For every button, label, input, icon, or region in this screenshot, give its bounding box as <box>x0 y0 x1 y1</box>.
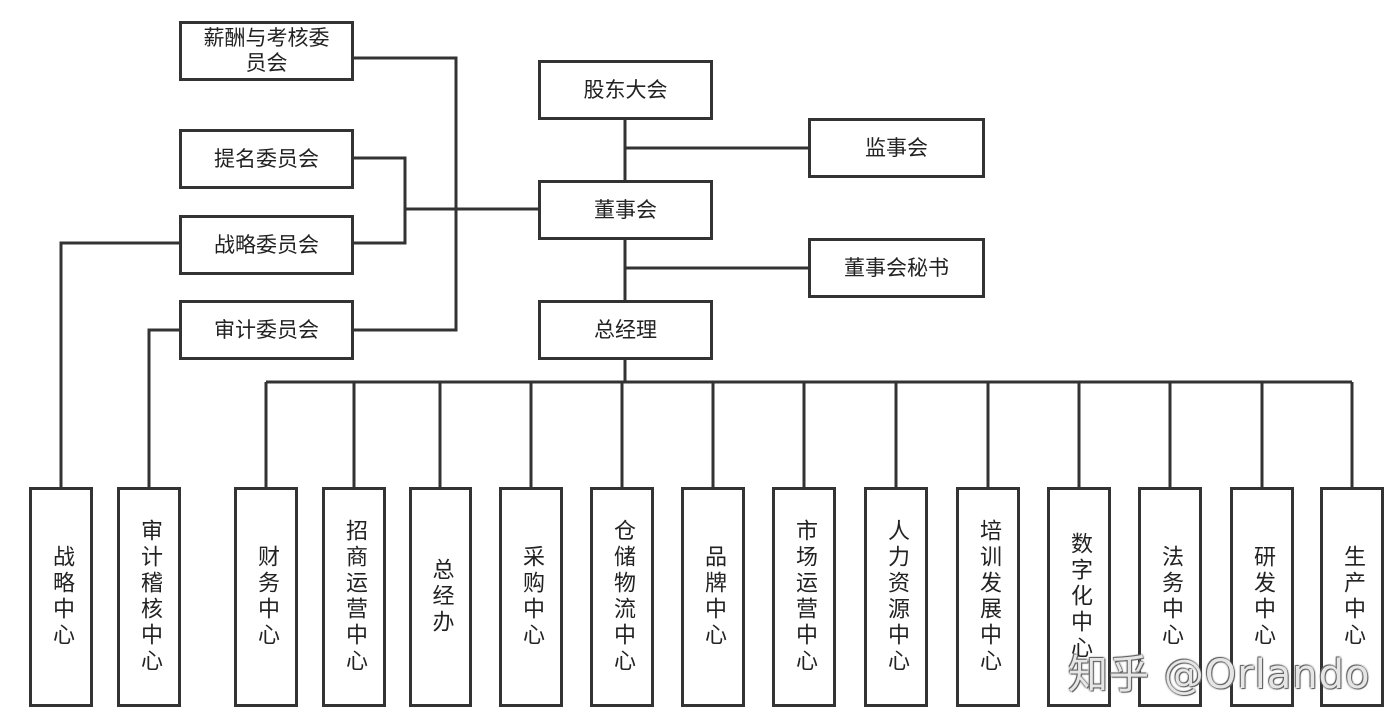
center-label: 仓储物流中心 <box>610 519 635 675</box>
center-label: 法务中心 <box>1158 545 1183 649</box>
center-label: 财务中心 <box>254 545 279 649</box>
center-label: 市场运营中心 <box>792 519 817 675</box>
compensation-committee-label: 薪酬与考核委员会 <box>203 26 330 75</box>
center-box: 市场运营中心 <box>772 487 836 707</box>
center-label: 品牌中心 <box>701 545 726 649</box>
nomination-committee-box: 提名委员会 <box>179 129 354 189</box>
center-box: 审计稽核中心 <box>117 487 181 707</box>
center-box: 战略中心 <box>29 487 93 707</box>
center-box: 生产中心 <box>1320 487 1384 707</box>
shareholders-box: 股东大会 <box>538 60 713 120</box>
center-label: 研发中心 <box>1250 545 1275 649</box>
nomination-committee-label: 提名委员会 <box>214 146 319 171</box>
shareholders-label: 股东大会 <box>583 77 668 102</box>
center-label: 战略中心 <box>49 545 74 649</box>
center-label: 培训发展中心 <box>976 519 1001 675</box>
center-box: 人力资源中心 <box>864 487 928 707</box>
center-label: 数字化中心 <box>1067 532 1092 662</box>
general-manager-label: 总经理 <box>594 317 657 342</box>
center-box: 总经办 <box>409 487 472 707</box>
board-secretary-box: 董事会秘书 <box>808 238 985 298</box>
board-secretary-label: 董事会秘书 <box>844 255 949 280</box>
supervisors-label: 监事会 <box>865 135 928 160</box>
center-label: 招商运营中心 <box>342 519 367 675</box>
strategy-committee-label: 战略委员会 <box>214 232 319 257</box>
center-box: 仓储物流中心 <box>590 487 654 707</box>
audit-committee-label: 审计委员会 <box>214 317 319 342</box>
audit-committee-box: 审计委员会 <box>179 300 354 360</box>
center-box: 品牌中心 <box>681 487 745 707</box>
center-label: 采购中心 <box>519 545 544 649</box>
center-box: 采购中心 <box>499 487 563 707</box>
center-label: 人力资源中心 <box>884 519 909 675</box>
strategy-committee-box: 战略委员会 <box>179 215 354 275</box>
center-box: 法务中心 <box>1138 487 1202 707</box>
watermark: 知乎 @Orlando <box>1068 652 1371 698</box>
center-box: 数字化中心 <box>1047 487 1111 707</box>
center-label: 审计稽核中心 <box>137 519 162 675</box>
general-manager-box: 总经理 <box>538 300 713 360</box>
center-label: 生产中心 <box>1340 545 1365 649</box>
center-box: 研发中心 <box>1230 487 1294 707</box>
compensation-committee-box: 薪酬与考核委员会 <box>179 21 354 81</box>
board-label: 董事会 <box>594 197 657 222</box>
center-box: 培训发展中心 <box>956 487 1020 707</box>
center-label: 总经办 <box>428 558 454 636</box>
board-box: 董事会 <box>538 180 713 240</box>
supervisors-box: 监事会 <box>808 118 985 178</box>
center-box: 财务中心 <box>234 487 298 707</box>
center-box: 招商运营中心 <box>322 487 386 707</box>
